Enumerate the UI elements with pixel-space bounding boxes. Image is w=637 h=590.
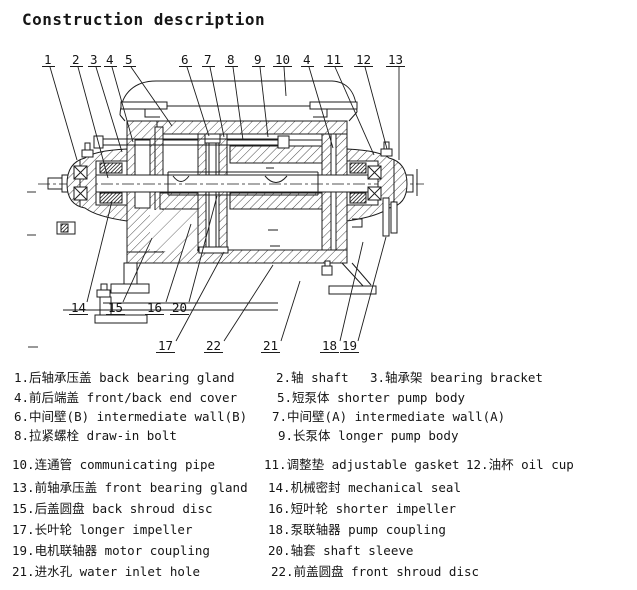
pump-casing [93,120,348,264]
callout-13: 13 [388,52,403,67]
right-ball-bearing [367,165,382,201]
seal-fitting-detail [56,221,76,235]
leader-line-7 [209,66,225,138]
callout-4: 4 [303,52,311,67]
mechanical-seal-lower [99,192,123,204]
longer-impeller-eye [264,175,288,183]
leader-line-16 [165,223,192,303]
callout-11: 11 [326,52,341,67]
callout-5: 5 [125,52,133,67]
callout-20: 20 [172,300,187,315]
leader-line-1 [49,66,78,161]
callout-1: 1 [44,52,52,67]
callout-2: 2 [72,52,80,67]
leader-line-11 [334,66,375,156]
pump-dome-cover [119,80,358,122]
leader-line-15 [122,237,153,303]
leader-line-4 [308,66,334,149]
leader-line-4 [111,66,134,143]
callout-15: 15 [108,300,123,315]
motor-coupling-disc [390,201,398,234]
page-title: Construction description [22,10,266,29]
callout-9: 9 [254,52,262,67]
leader-line-19 [357,236,387,342]
leader-line-17 [175,251,225,342]
longer-impeller-zone [150,210,197,251]
mechanical-seal-upper [99,162,123,174]
leader-line-20 [188,195,218,303]
leader-line-12 [364,66,388,150]
callout-8: 8 [227,52,235,67]
coupling-assembly [352,197,398,237]
callout-7: 7 [204,52,212,67]
callout-16: 16 [147,300,162,315]
callout-4: 4 [106,52,114,67]
callout-19: 19 [342,338,357,353]
oil-cup [380,148,393,157]
callout-21: 21 [263,338,278,353]
left-bearing-assembly [66,142,128,222]
callout-18: 18 [322,338,337,353]
leader-line-2 [77,66,109,179]
leader-line-22 [223,264,274,342]
callout-22: 22 [206,338,221,353]
shaft [38,169,424,196]
leader-line-6 [186,66,210,137]
leader-line-10 [283,66,287,97]
left-ball-bearing [73,165,88,201]
leader-line-14 [86,200,113,303]
leader-line-8 [232,66,244,141]
callout-6: 6 [181,52,189,67]
leader-line-18 [339,241,364,342]
leader-line-9 [259,66,269,138]
leader-line-3 [95,66,123,153]
callout-12: 12 [356,52,371,67]
leader-line-21 [280,280,301,342]
callout-17: 17 [158,338,173,353]
shorter-impeller-eye [172,175,190,182]
callout-10: 10 [275,52,290,67]
callout-14: 14 [71,300,86,315]
callout-3: 3 [90,52,98,67]
pump-coupling-disc [382,197,390,237]
leader-line-5 [130,66,173,127]
